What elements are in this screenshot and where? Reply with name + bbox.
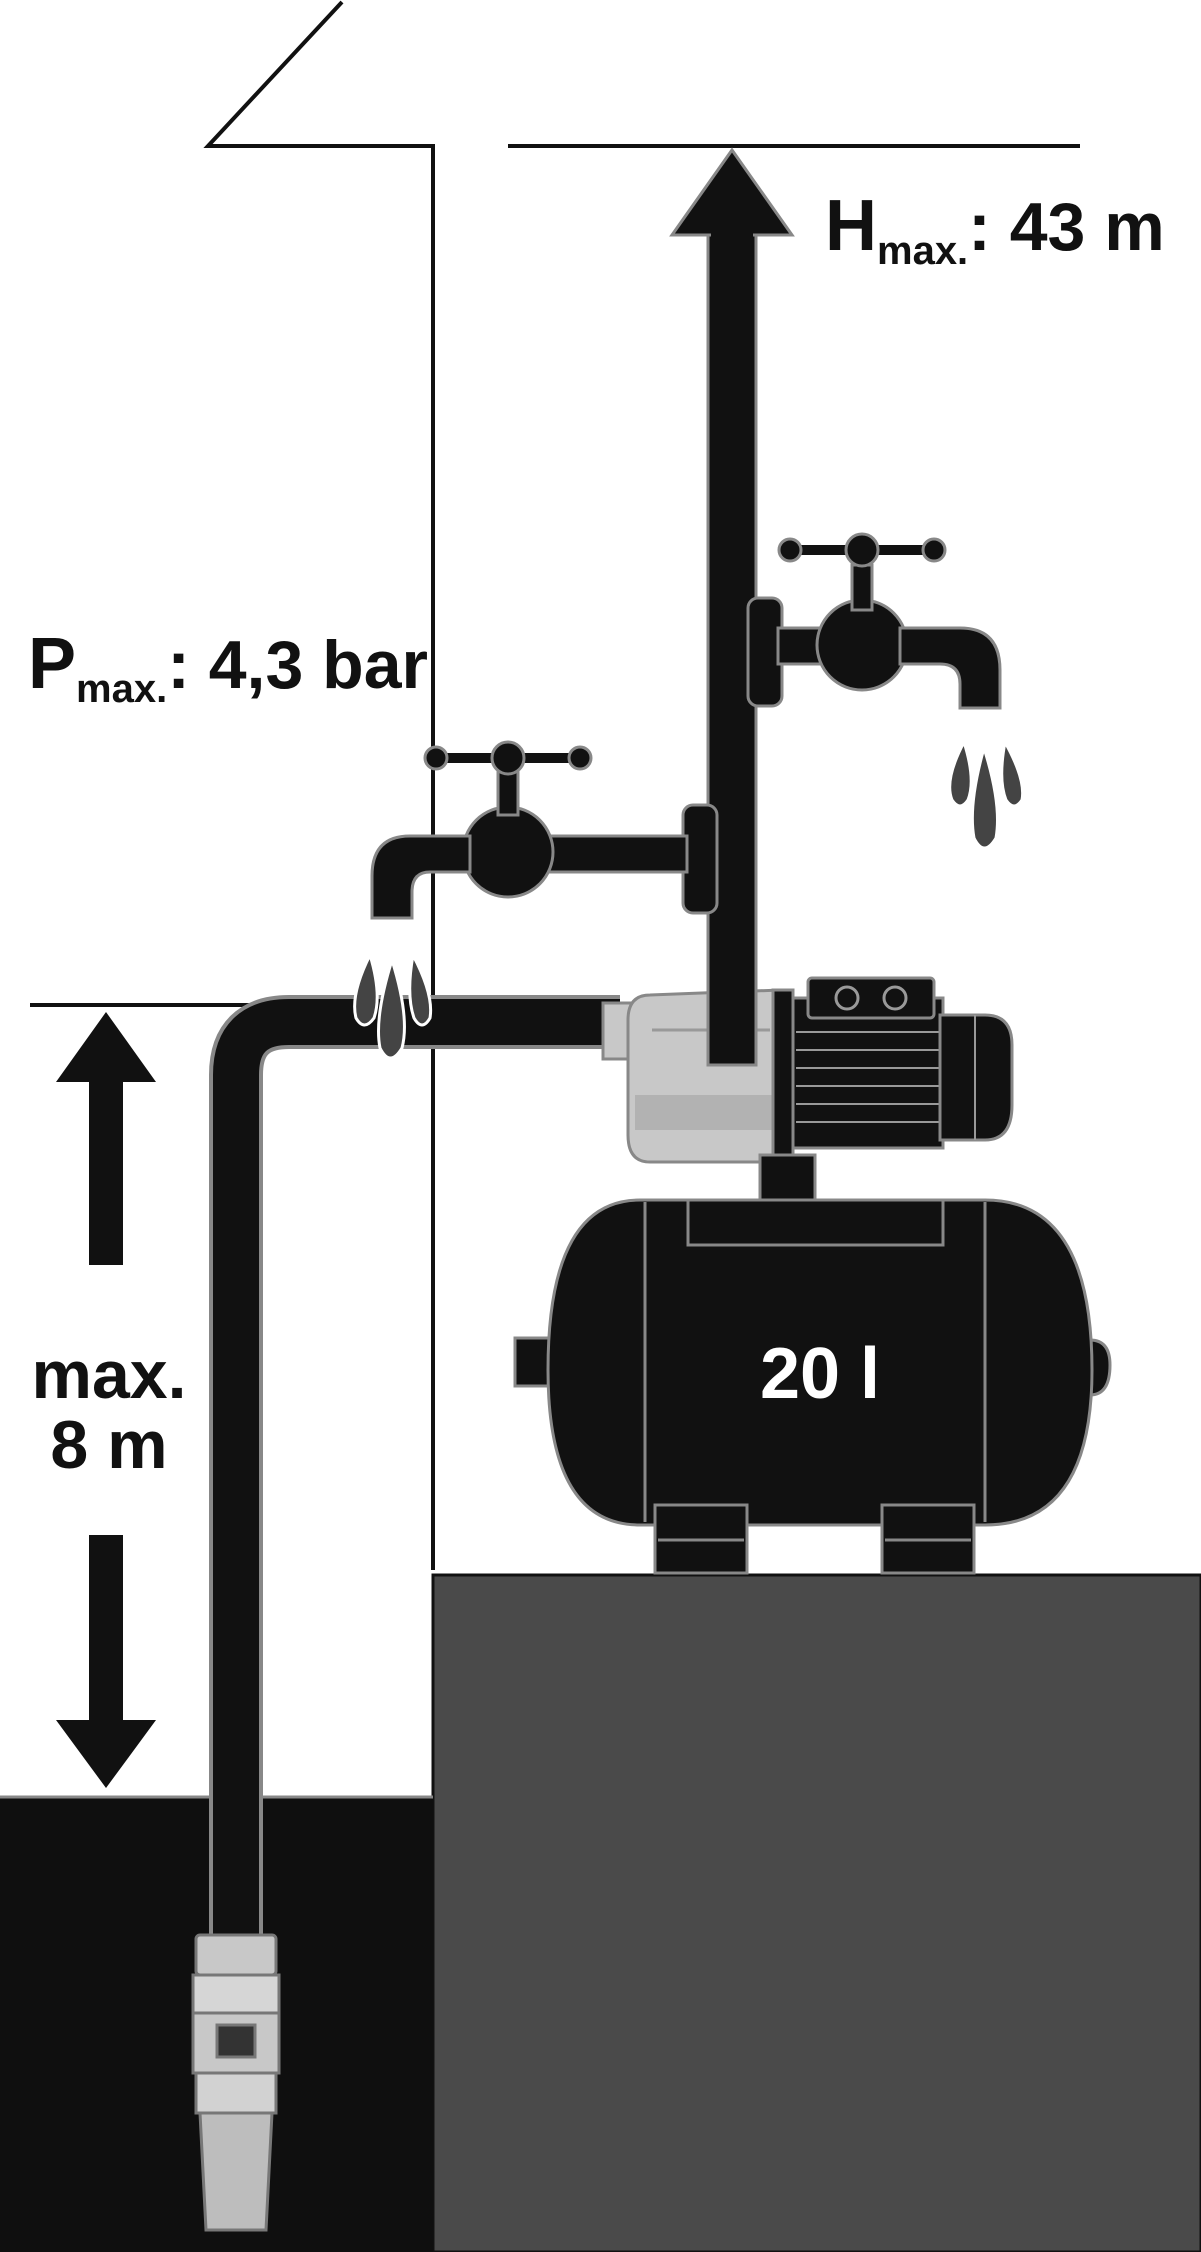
suction-depth-line1: max. — [32, 1337, 187, 1413]
discharge-pipe — [669, 147, 795, 1067]
submersible-filter — [191, 1933, 281, 2232]
floor-block — [431, 1573, 1201, 2252]
max-head-value: : 43 m — [968, 189, 1165, 265]
depth-arrow-up — [56, 1012, 156, 1265]
max-head-label: Hmax.: 43 m — [825, 186, 1165, 273]
pressure-tank — [513, 1198, 1112, 1575]
suction-pipe — [209, 995, 620, 1960]
tank-volume-label: 20 l — [760, 1334, 880, 1414]
upper-tap — [746, 532, 1002, 710]
water-drops-lower — [353, 950, 433, 1060]
water-drops-upper — [948, 737, 1025, 850]
max-head-subscript: max. — [877, 229, 968, 273]
lower-tap — [370, 740, 719, 920]
max-head-symbol: H — [825, 186, 877, 266]
max-pressure-label: Pmax.: 4,3 bar — [28, 624, 428, 711]
depth-arrow-down — [56, 1535, 156, 1788]
suction-depth-line2: 8 m — [50, 1407, 167, 1483]
max-pressure-value: : 4,3 bar — [167, 627, 428, 703]
max-pressure-subscript: max. — [76, 667, 167, 711]
pump-motor — [601, 976, 1014, 1202]
max-pressure-symbol: P — [28, 624, 76, 704]
